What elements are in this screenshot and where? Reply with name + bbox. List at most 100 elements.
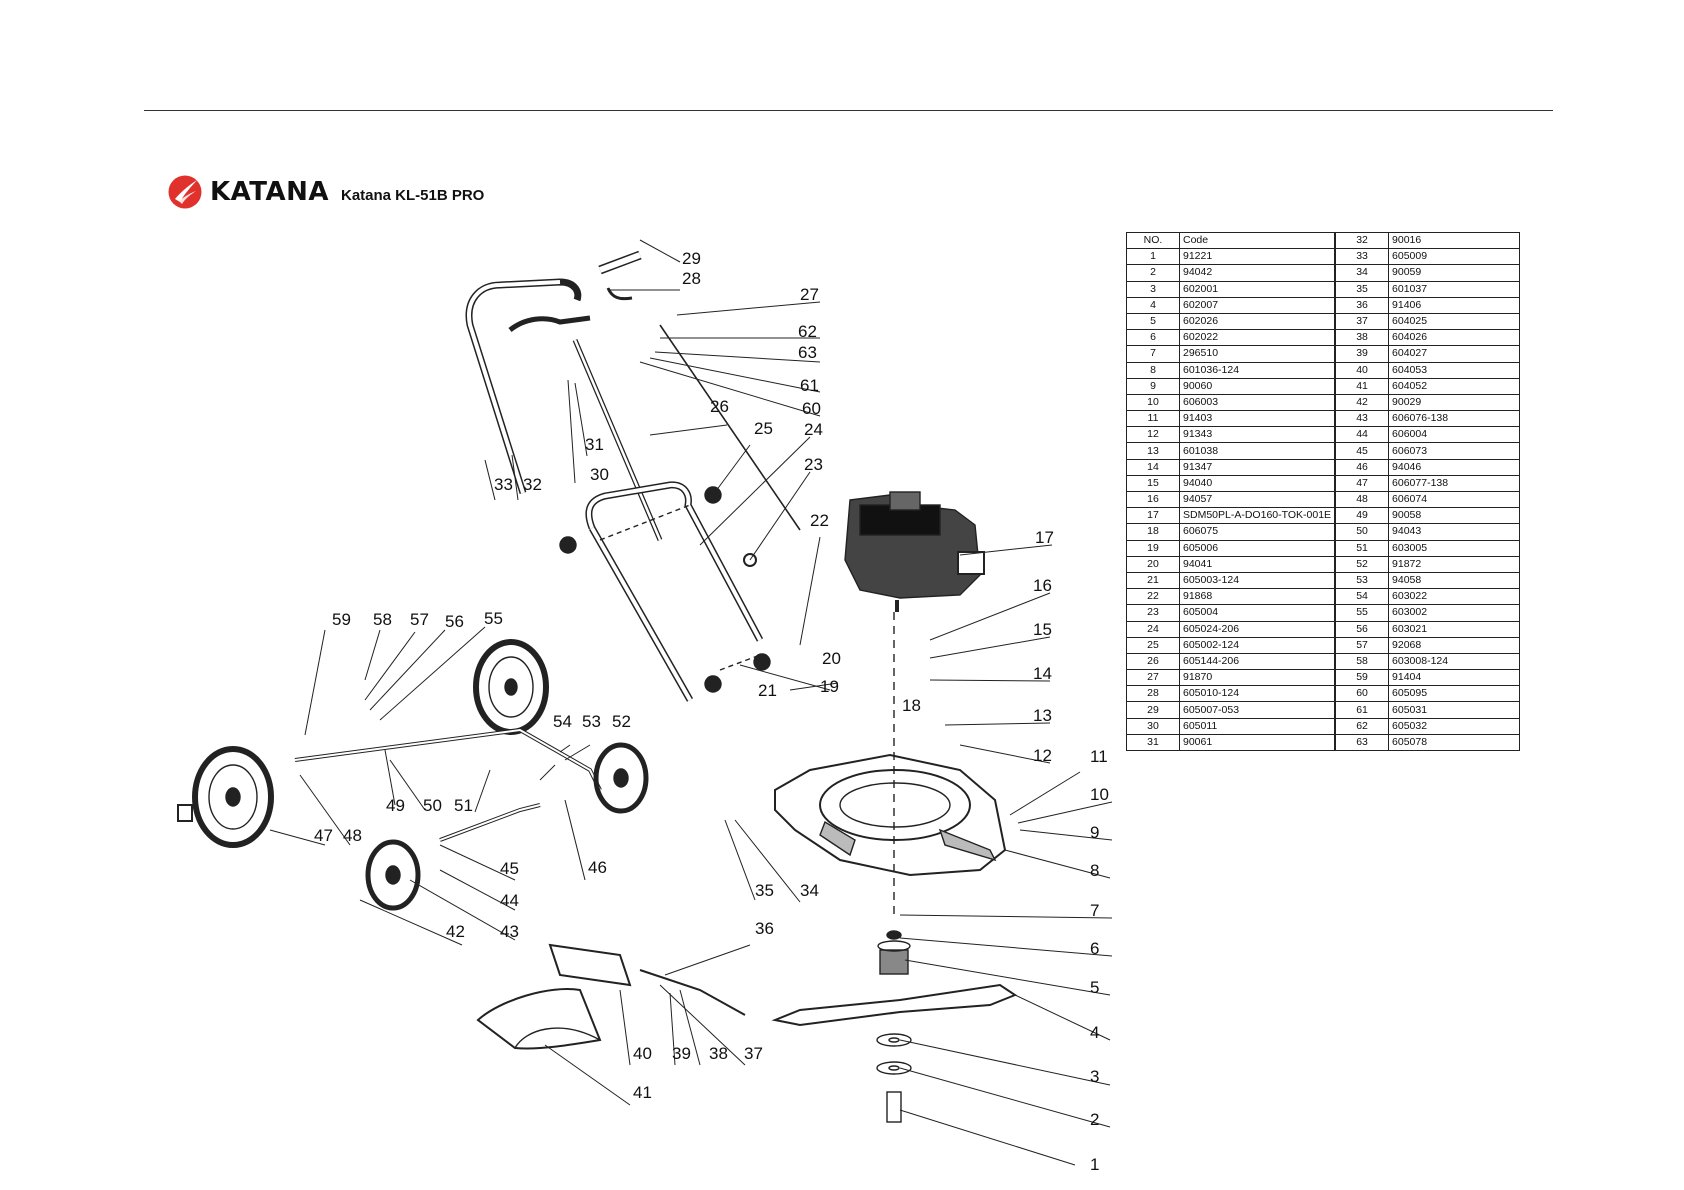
part-code: 606075: [1179, 523, 1337, 541]
part-code: 602026: [1179, 312, 1337, 331]
part-code: 605004: [1179, 604, 1337, 622]
part-number: 45: [1334, 442, 1390, 460]
callout-20: 20: [822, 649, 841, 668]
part-number: 44: [1334, 426, 1390, 444]
part-code: 601038: [1179, 442, 1337, 460]
part-number: 13: [1126, 442, 1180, 460]
callout-leaders: [269, 239, 1113, 1166]
part-number: 33: [1334, 248, 1390, 266]
brand-name: KATANA: [210, 177, 329, 207]
header-code: Code: [1179, 231, 1337, 250]
callout-12: 12: [1033, 746, 1052, 765]
part-number: 58: [1334, 652, 1390, 671]
part-number: 22: [1126, 588, 1180, 606]
callout-40: 40: [633, 1044, 652, 1063]
part-number: 47: [1334, 474, 1390, 493]
part-code: 605007-053: [1179, 701, 1337, 719]
part-number: 57: [1334, 636, 1390, 654]
callout-34: 34: [800, 881, 819, 900]
callout-49: 49: [386, 796, 405, 815]
callout-23: 23: [804, 455, 823, 474]
part-code: 605009: [1388, 248, 1521, 266]
part-code: 94057: [1179, 490, 1337, 509]
part-code: 90061: [1179, 733, 1337, 752]
callout-63: 63: [798, 343, 817, 362]
callout-57: 57: [410, 610, 429, 629]
part-number: 51: [1334, 539, 1390, 557]
callout-56: 56: [445, 612, 464, 631]
part-code: 90060: [1179, 377, 1337, 395]
part-number: 61: [1334, 701, 1390, 719]
part-number: 49: [1334, 507, 1390, 525]
part-code: 91347: [1179, 458, 1337, 476]
callout-52: 52: [612, 712, 631, 731]
part-number: 42: [1334, 393, 1390, 412]
part-number: 17: [1126, 507, 1180, 525]
part-number: 48: [1334, 490, 1390, 509]
part-code: 603022: [1388, 588, 1521, 606]
callout-11: 11: [1090, 747, 1108, 766]
callout-37: 37: [744, 1044, 763, 1063]
callout-22: 22: [810, 511, 829, 530]
callout-9: 9: [1090, 823, 1099, 842]
part-number: 6: [1126, 329, 1180, 347]
part-code: 604026: [1388, 329, 1521, 347]
upper-handle: [465, 250, 663, 541]
callout-45: 45: [500, 859, 519, 878]
part-code: 91221: [1179, 248, 1337, 266]
part-code: 605011: [1179, 717, 1337, 735]
callout-18: 18: [902, 696, 921, 715]
callout-46: 46: [588, 858, 607, 877]
callout-44: 44: [500, 891, 519, 910]
part-number: 12: [1126, 426, 1180, 444]
callout-8: 8: [1090, 861, 1099, 880]
part-number: 9: [1126, 377, 1180, 395]
part-number: 41: [1334, 377, 1390, 395]
callout-27: 27: [800, 285, 819, 304]
part-number: 11: [1126, 410, 1180, 428]
brand-header: KATANA Katana KL-51B PRO: [168, 174, 484, 210]
part-code: 603021: [1388, 620, 1521, 638]
part-number: 19: [1126, 539, 1180, 557]
part-code: 605024-206: [1179, 620, 1337, 638]
callout-13: 13: [1033, 706, 1052, 725]
part-number: 28: [1126, 685, 1180, 703]
part-code: 602022: [1179, 329, 1337, 347]
part-code: 602007: [1179, 296, 1337, 314]
callout-33: 33: [494, 475, 513, 494]
part-number: 29: [1126, 701, 1180, 719]
callout-53: 53: [582, 712, 601, 731]
part-code: 604025: [1388, 312, 1521, 331]
grass-catcher: [476, 943, 746, 1050]
part-number: 25: [1126, 636, 1180, 654]
callout-labels: 1 2 3 4 5 6 7 8 9 10 11 12 13 14 15 16 1…: [314, 249, 1109, 1174]
part-code: 605006: [1179, 539, 1337, 557]
part-code: 603005: [1388, 539, 1521, 557]
part-code: 605144-206: [1179, 652, 1337, 671]
part-number: 52: [1334, 555, 1390, 573]
callout-58: 58: [373, 610, 392, 629]
part-number: 31: [1126, 733, 1180, 752]
callout-15: 15: [1033, 620, 1052, 639]
blade-assembly: [771, 612, 1018, 1123]
part-code: 602001: [1179, 280, 1337, 298]
part-number: 10: [1126, 393, 1180, 412]
part-number: 8: [1126, 361, 1180, 379]
